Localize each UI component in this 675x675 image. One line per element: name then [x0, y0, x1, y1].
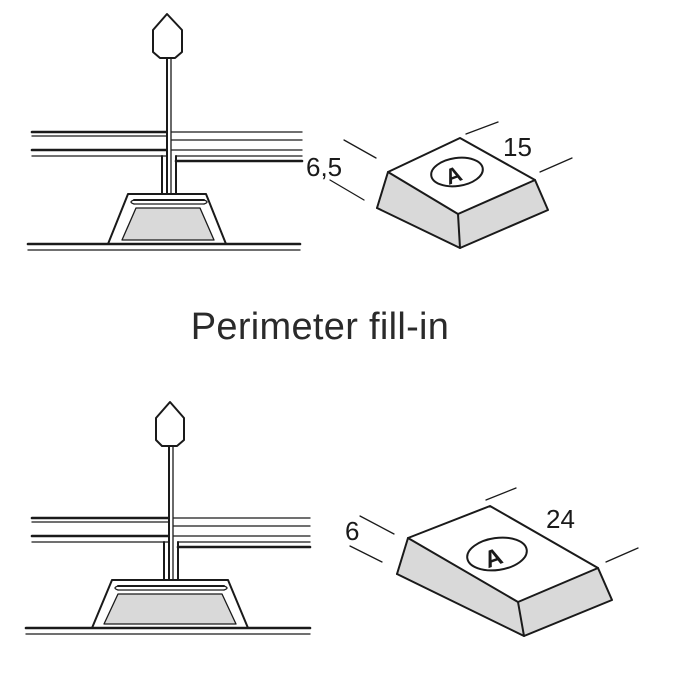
bottom-dim-line-length-1: [485, 487, 517, 501]
top-clip-logo: [430, 156, 484, 188]
top-dim-line-length-1: [465, 121, 499, 135]
bottom-hanger-tag: [155, 401, 185, 447]
bottom-clip-logo: [466, 536, 528, 572]
bottom-dim-height-label: 6: [345, 516, 359, 546]
bottom-dim-length-label: 24: [546, 504, 575, 534]
bottom-dim-line-height-1: [359, 515, 395, 535]
top-clip-3d: A 6,5 15: [306, 121, 573, 249]
figure-caption: Perimeter fill-in: [190, 306, 450, 348]
top-dim-length-label: 15: [503, 132, 532, 162]
top-dim-line-height-1: [343, 139, 377, 159]
top-dim-height-label: 6,5: [306, 152, 342, 182]
bottom-grid-section: [24, 401, 312, 635]
top-grid-section: [26, 13, 304, 251]
top-hanger-tag: [152, 13, 183, 59]
bottom-clip-3d: A 6 24: [345, 487, 639, 637]
